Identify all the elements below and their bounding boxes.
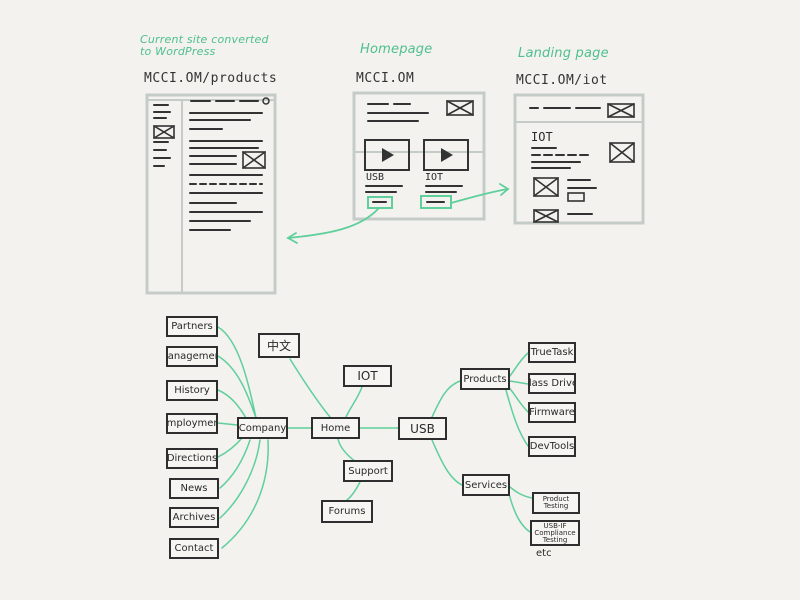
sitemap-node-chinese: 中文 (258, 333, 300, 358)
usb-if-line3: Testing (542, 535, 568, 544)
sitemap-node-services: Services (462, 474, 510, 496)
sitemap-node-products: Products (460, 368, 510, 390)
sitemap-node-firmware: Firmware (528, 402, 576, 423)
current-site-caption-line2: to WordPress (140, 45, 216, 58)
current-site-caption: Current site converted to WordPress (140, 34, 269, 58)
sitemap-node-company: Company (237, 417, 288, 439)
landing-page-heading: IOT (531, 130, 553, 144)
current-site-url: MCCI.OM/products (144, 71, 278, 86)
sitemap-node-archives: Archives (169, 507, 219, 528)
sitemap-node-support: Support (343, 460, 393, 482)
homepage-video-label-usb: USB (366, 172, 385, 183)
sitemap-node-news: News (169, 478, 219, 499)
wireframe-current-site (145, 93, 277, 295)
sitemap-node-directions: Directions (166, 448, 218, 469)
wireframe-arrows (286, 183, 510, 244)
current-site-caption-line1: Current site converted (140, 33, 269, 46)
product-testing-line1: Product (542, 495, 570, 503)
wireframe-landing-page (513, 93, 645, 225)
sitemap-node-employment: Employment (166, 413, 218, 434)
sitemap-etc-note: etc (536, 548, 552, 559)
sitemap-node-usb: USB (398, 417, 447, 440)
sitemap-node-forums: Forums (321, 500, 373, 523)
sitemap-node-history: History (166, 380, 218, 401)
wireframe-homepage (352, 91, 486, 221)
sitemap-node-class-driver: Class Driver (528, 373, 576, 394)
sitemap-node-home: Home (311, 417, 360, 439)
usb-if-line1: USB-IF (543, 521, 567, 530)
sitemap-node-truetask: TrueTask (528, 342, 576, 363)
usb-if-line2: Compliance (534, 528, 576, 537)
sitemap-node-partners: Partners (166, 316, 218, 337)
sitemap-node-iot: IOT (343, 365, 392, 387)
sitemap-node-contact: Contact (169, 538, 219, 559)
sitemap-node-product-testing: Product Testing (532, 492, 580, 514)
homepage-video-label-iot: IOT (425, 172, 444, 183)
sitemap-node-management: Management (166, 346, 218, 367)
landing-page-caption: Landing page (518, 46, 609, 61)
homepage-url: MCCI.OM (356, 71, 415, 86)
sitemap-connectors (217, 326, 533, 549)
sitemap-node-usb-if-compliance-testing: USB-IF Compliance Testing (530, 520, 580, 546)
landing-page-url: MCCI.OM/iot (516, 73, 608, 88)
homepage-caption: Homepage (360, 42, 433, 57)
sitemap-node-devtools: DevTools (528, 436, 576, 457)
product-testing-line2: Testing (543, 502, 569, 510)
